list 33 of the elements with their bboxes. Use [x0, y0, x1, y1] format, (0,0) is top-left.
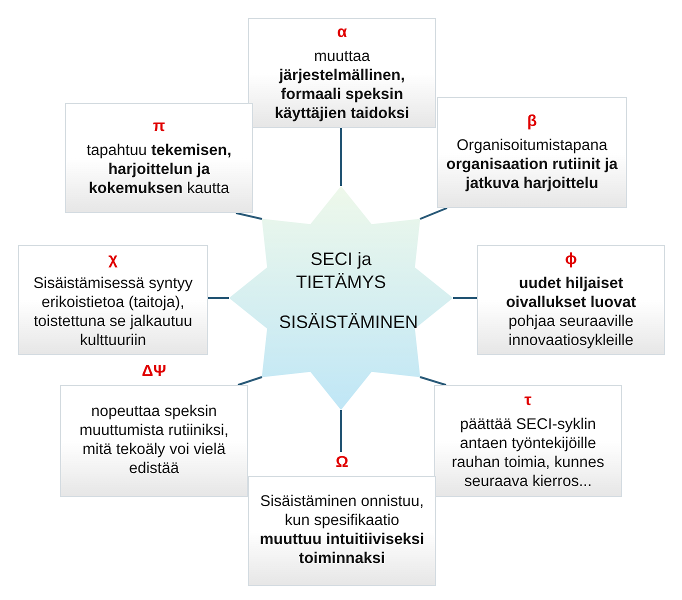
description-text: päättää SECI-syklin antaen työntekijöille rauhan toimia, kunnes seuraava kierros... [450, 416, 606, 492]
description-text: Sisäistämisessä syntyy erikoistietoa (taitoja), toistettuna se jalkautuu kulttuuriin [32, 274, 194, 350]
connector-line [340, 410, 342, 452]
connector-line [208, 297, 229, 299]
text-card [248, 18, 436, 128]
connector-line [453, 297, 477, 299]
greek-letter-heading: τ [524, 390, 532, 410]
description-text: Sisäistäminen onnistuu, kun spesifikaatio muuttuu intuitiiviseksi toiminnaksi [258, 493, 426, 569]
connector-line [236, 212, 262, 220]
text-card [434, 385, 622, 497]
greek-letter-heading: α [337, 22, 347, 42]
description-text: Organisoitumistapana organisaation rutiinit ja jatkuva harjoittelu [445, 136, 619, 194]
connector-line [340, 128, 342, 186]
description-text: nopeuttaa speksin muuttumista rutiiniksi, mitä tekoäly voi vielä edistää [78, 403, 230, 479]
star-shape [229, 186, 453, 410]
connector-line [420, 207, 448, 220]
center-title: SECI ja TIETÄMYS [294, 248, 387, 294]
text-card [437, 97, 627, 208]
connector-line [238, 376, 262, 386]
greek-letter-heading: ΔΨ [140, 362, 168, 382]
greek-letter-heading: Ω [334, 453, 350, 472]
center-subtitle: SISÄISTÄMINEN [278, 311, 420, 334]
text-card [18, 245, 208, 355]
description-text: uudet hiljaiset oivallukset luovat pohjaa seuraaville innovaatiosykleille [504, 274, 638, 350]
text-card [477, 245, 665, 355]
greek-letter-heading: β [527, 112, 537, 131]
greek-letter-heading: ϕ [565, 250, 577, 269]
connector-line [420, 376, 446, 386]
description-text: muuttaa järjestelmällinen, formaali speksin käyttäjien taidoksi [274, 48, 410, 124]
description-text: tapahtuu tekemisen, harjoittelun ja kokemuksen kautta [86, 142, 232, 199]
text-card [65, 103, 253, 213]
greek-letter-heading: χ [108, 250, 118, 269]
greek-letter-heading: π [152, 117, 166, 136]
